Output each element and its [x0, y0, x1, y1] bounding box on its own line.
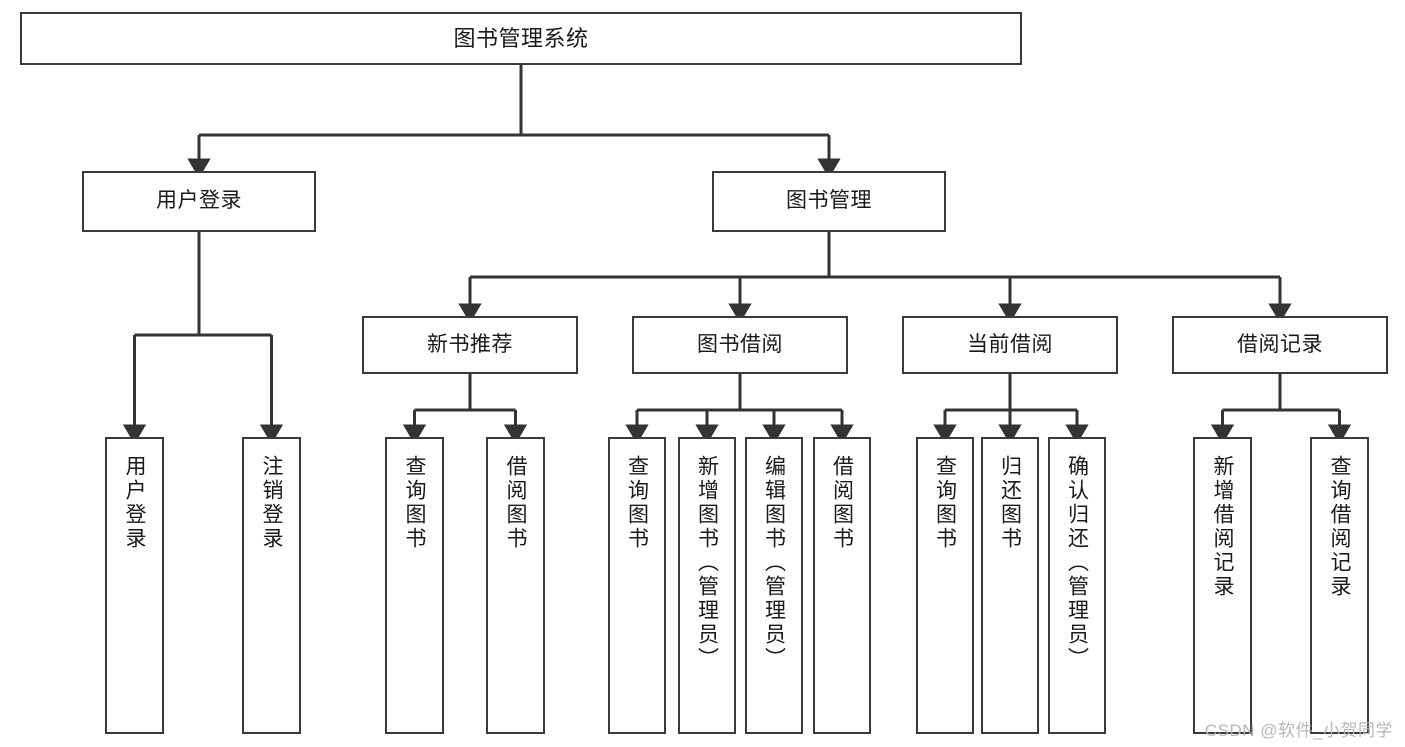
node-borrow-record[interactable]: 借阅记录 — [1172, 316, 1388, 374]
node-label-leaf-user-login: 用户登录 — [123, 455, 146, 551]
node-leaf-add-borrow-record[interactable]: 新增借阅记录 — [1193, 437, 1252, 734]
node-leaf-return-book[interactable]: 归还图书 — [981, 437, 1039, 734]
node-label-leaf-borrow-book-recommend: 借阅图书 — [504, 455, 527, 551]
node-label-leaf-borrow-book: 借阅图书 — [830, 455, 854, 551]
node-label-leaf-query-book-borrow: 查询图书 — [625, 455, 649, 551]
node-new-book-recommend[interactable]: 新书推荐 — [362, 316, 578, 374]
node-label-root: 图书管理系统 — [453, 25, 589, 51]
node-leaf-borrow-book-recommend[interactable]: 借阅图书 — [486, 437, 545, 734]
edges — [122, 65, 1352, 445]
node-label-leaf-query-book-recommend: 查询图书 — [403, 455, 426, 551]
node-label-leaf-logout: 注销登录 — [260, 455, 283, 551]
node-leaf-query-book-current[interactable]: 查询图书 — [916, 437, 974, 734]
node-label-leaf-query-borrow-record: 查询借阅记录 — [1328, 455, 1351, 599]
node-label-book-borrow: 图书借阅 — [697, 332, 783, 356]
node-leaf-edit-book[interactable]: 编辑图书（管理员） — [745, 437, 803, 734]
node-label-leaf-edit-book: 编辑图书（管理员） — [762, 455, 786, 671]
node-leaf-query-book-borrow[interactable]: 查询图书 — [608, 437, 666, 734]
node-label-book-manage: 图书管理 — [786, 189, 872, 213]
node-label-user-login: 用户登录 — [156, 189, 242, 213]
node-book-borrow[interactable]: 图书借阅 — [632, 316, 848, 374]
node-leaf-user-login[interactable]: 用户登录 — [105, 437, 164, 734]
node-root[interactable]: 图书管理系统 — [20, 12, 1022, 65]
watermark-text: CSDN @软件_小贺同学 — [1204, 721, 1393, 740]
node-label-leaf-add-book: 新增图书（管理员） — [695, 455, 719, 671]
node-label-current-borrow: 当前借阅 — [967, 332, 1053, 356]
node-label-leaf-return-book: 归还图书 — [998, 455, 1022, 551]
node-book-manage[interactable]: 图书管理 — [712, 171, 946, 232]
node-label-leaf-query-book-current: 查询图书 — [933, 455, 957, 551]
node-leaf-logout[interactable]: 注销登录 — [242, 437, 301, 734]
node-leaf-confirm-return[interactable]: 确认归还（管理员） — [1048, 437, 1106, 734]
node-label-leaf-confirm-return: 确认归还（管理员） — [1065, 455, 1089, 671]
node-label-borrow-record: 借阅记录 — [1237, 332, 1323, 356]
node-leaf-borrow-book[interactable]: 借阅图书 — [813, 437, 871, 734]
node-label-leaf-add-borrow-record: 新增借阅记录 — [1211, 455, 1234, 599]
node-user-login[interactable]: 用户登录 — [82, 171, 316, 232]
node-label-new-book-recommend: 新书推荐 — [427, 332, 513, 356]
node-current-borrow[interactable]: 当前借阅 — [902, 316, 1118, 374]
node-leaf-query-borrow-record[interactable]: 查询借阅记录 — [1310, 437, 1369, 734]
node-leaf-query-book-recommend[interactable]: 查询图书 — [385, 437, 444, 734]
node-leaf-add-book[interactable]: 新增图书（管理员） — [678, 437, 736, 734]
